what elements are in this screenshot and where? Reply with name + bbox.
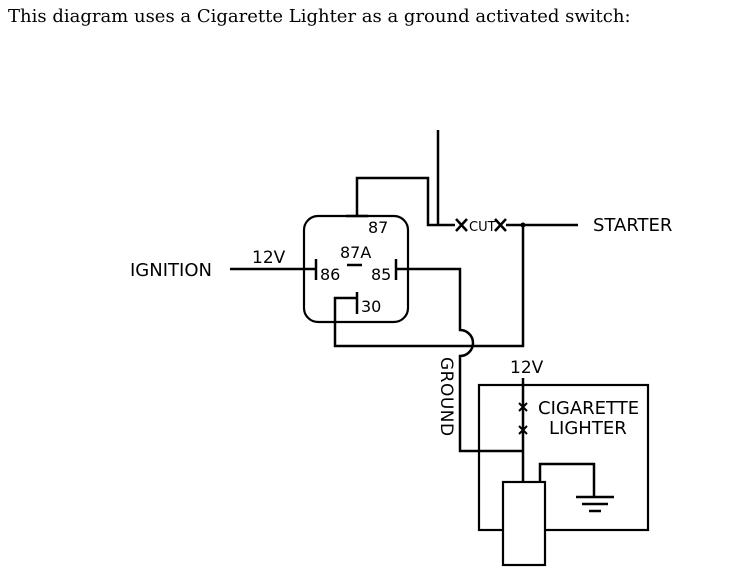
relay-30-return-wire (333, 225, 525, 348)
cut-label: CUT (469, 220, 496, 235)
lighter-box (477, 383, 650, 532)
diagram-caption: This diagram uses a Cigarette Lighter as… (8, 6, 631, 27)
ground-symbol-icon (576, 495, 614, 513)
lighter-label-line1: CIGARETTE (538, 398, 639, 419)
lighter-ground-wire (538, 462, 596, 497)
ground-label: GROUND (436, 357, 456, 437)
pin-85-label: 85 (371, 265, 391, 284)
relay-85-ground-wire (396, 267, 523, 453)
pin-30-label: 30 (361, 297, 381, 316)
lighter-element (501, 480, 547, 567)
pin-86-label: 86 (320, 265, 340, 284)
ignition-label: IGNITION (130, 260, 212, 281)
cut-marker-right (494, 218, 507, 232)
ignition-voltage-label: 12V (252, 248, 286, 268)
lighter-terminal-bottom (518, 425, 528, 435)
starter-label: STARTER (593, 215, 672, 236)
pin-87a-label: 87A (340, 243, 371, 262)
pin-87-label: 87 (368, 218, 388, 237)
lighter-terminal-top (518, 402, 528, 412)
cut-marker-left (455, 218, 468, 232)
lighter-voltage-label: 12V (510, 358, 544, 378)
lighter-label-line2: LIGHTER (549, 418, 627, 439)
